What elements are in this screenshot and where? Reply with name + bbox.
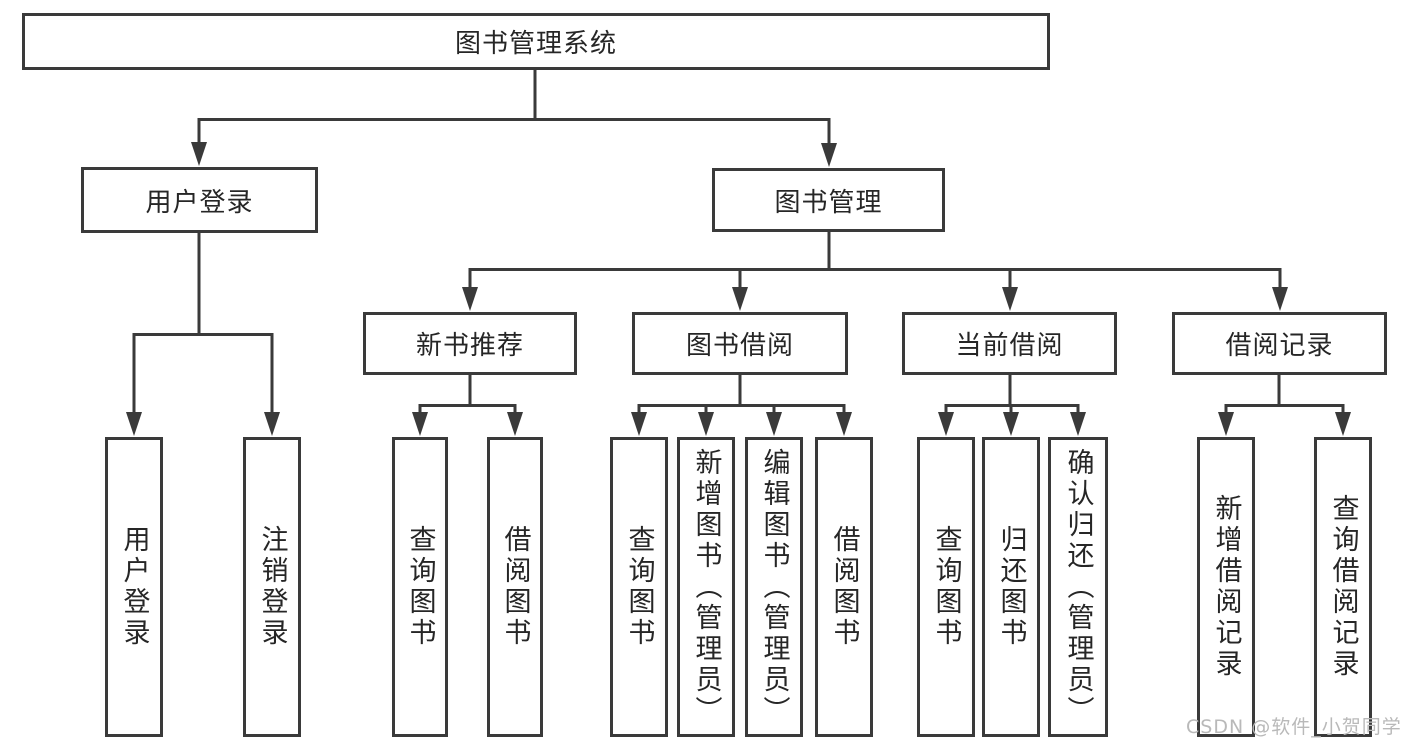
node-new-book-recommend-label: 新书推荐 <box>415 331 524 361</box>
leaf-user-login-label: 用户登录 <box>118 525 150 649</box>
leaf-current-return-books: 归还图书 <box>982 437 1040 737</box>
node-new-book-recommend: 新书推荐 <box>363 312 577 375</box>
node-root: 图书管理系统 <box>22 13 1050 70</box>
arrowhead <box>1002 287 1018 311</box>
tree-edges <box>132 70 1345 417</box>
leaf-records-query-record-label: 查询借阅记录 <box>1327 494 1359 680</box>
arrowheads <box>126 142 1351 436</box>
csdn-watermark: CSDN @软件_小贺同学 <box>1186 716 1402 738</box>
node-book-borrow: 图书借阅 <box>632 312 848 375</box>
leaf-newbooks-borrow-books: 借阅图书 <box>487 437 543 737</box>
leaf-borrow-edit-books: 编辑图书（管理员） <box>745 437 803 737</box>
node-user-login-label: 用户登录 <box>145 187 254 218</box>
arrowhead <box>507 412 523 436</box>
node-borrow-records: 借阅记录 <box>1172 312 1387 375</box>
leaf-current-return-books-label: 归还图书 <box>995 525 1027 649</box>
leaf-records-query-record: 查询借阅记录 <box>1314 437 1372 737</box>
arrowhead <box>766 412 782 436</box>
node-book-borrow-label: 图书借阅 <box>685 331 794 361</box>
node-book-management-label: 图书管理 <box>774 187 883 218</box>
leaf-borrow-add-books-label: 新增图书（管理员） <box>690 447 722 727</box>
leaf-borrow-borrow-books: 借阅图书 <box>815 437 873 737</box>
node-user-login: 用户登录 <box>81 167 318 233</box>
leaf-current-query-books-label: 查询图书 <box>930 525 962 649</box>
arrowhead <box>938 412 954 436</box>
leaf-borrow-edit-books-label: 编辑图书（管理员） <box>758 447 790 727</box>
leaf-logout: 注销登录 <box>243 437 301 737</box>
arrowhead <box>126 412 142 436</box>
leaf-records-add-record-label: 新增借阅记录 <box>1210 494 1242 680</box>
leaf-logout-label: 注销登录 <box>256 525 288 649</box>
arrowhead <box>264 412 280 436</box>
node-borrow-records-label: 借阅记录 <box>1225 331 1334 361</box>
leaf-records-add-record: 新增借阅记录 <box>1197 437 1255 737</box>
leaf-newbooks-query-books-label: 查询图书 <box>404 525 436 649</box>
arrowhead <box>1218 412 1234 436</box>
arrowhead <box>732 287 748 311</box>
arrowhead <box>462 287 478 311</box>
arrowhead <box>1272 287 1288 311</box>
arrowhead <box>821 143 837 167</box>
arrowhead <box>1003 412 1019 436</box>
arrowhead <box>631 412 647 436</box>
arrowhead <box>836 412 852 436</box>
leaf-borrow-query-books: 查询图书 <box>610 437 668 737</box>
leaf-borrow-add-books: 新增图书（管理员） <box>677 437 735 737</box>
node-current-borrow: 当前借阅 <box>902 312 1117 375</box>
leaf-borrow-query-books-label: 查询图书 <box>623 525 655 649</box>
leaf-newbooks-query-books: 查询图书 <box>392 437 448 737</box>
arrowhead <box>698 412 714 436</box>
leaf-current-confirm-return: 确认归还（管理员） <box>1048 437 1108 737</box>
arrowhead <box>191 142 207 166</box>
arrowhead <box>1335 412 1351 436</box>
node-book-management: 图书管理 <box>712 168 945 232</box>
leaf-newbooks-borrow-books-label: 借阅图书 <box>499 525 531 649</box>
leaf-borrow-borrow-books-label: 借阅图书 <box>828 525 860 649</box>
node-root-label: 图书管理系统 <box>454 29 617 59</box>
leaf-current-query-books: 查询图书 <box>917 437 975 737</box>
arrowhead <box>1070 412 1086 436</box>
node-current-borrow-label: 当前借阅 <box>955 331 1064 361</box>
arrowhead <box>412 412 428 436</box>
leaf-current-confirm-return-label: 确认归还（管理员） <box>1062 447 1094 727</box>
leaf-user-login: 用户登录 <box>105 437 163 737</box>
